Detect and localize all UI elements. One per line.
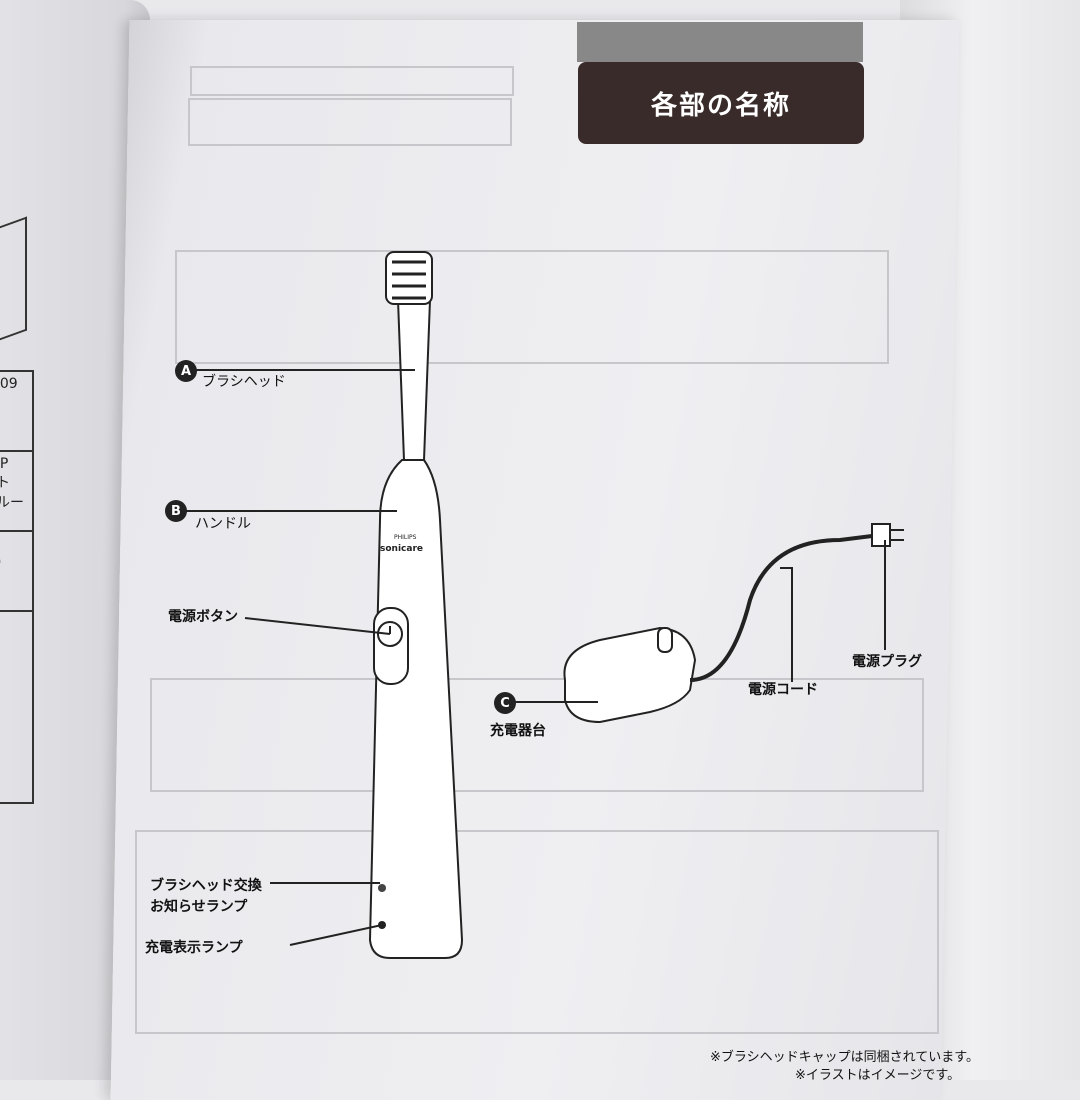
- charger-label: 充電器台: [490, 723, 546, 739]
- left-table-cell: ト）: [0, 532, 32, 612]
- bleed-through: [175, 250, 889, 364]
- header-tab: [577, 22, 863, 62]
- handle-illustration: [368, 459, 464, 959]
- brush-lamp-label: ブラシヘッド交換: [150, 878, 262, 894]
- brush-lamp-label-2: お知らせランプ: [150, 899, 248, 915]
- footnote-cap: ※ブラシヘッドキャップは同梱されています。: [710, 1050, 979, 1065]
- charger-illustration: [563, 626, 697, 724]
- brush-head-illustration: [385, 251, 433, 461]
- bleed-through: [135, 830, 939, 1034]
- charge-lamp-label: 充電表示ランプ: [145, 940, 243, 956]
- page-title: 各部の名称: [578, 62, 864, 144]
- handle-label: ハンドル: [195, 516, 251, 532]
- power-plug-illustration: [871, 523, 891, 547]
- part-badge-c: C: [494, 692, 516, 714]
- bleed-through: [190, 66, 514, 96]
- footnote-illustration: ※イラストはイメージです。: [795, 1068, 961, 1083]
- brand-top: PHILIPS: [394, 534, 417, 541]
- brand-logo: sonicare: [380, 544, 423, 554]
- left-table-cell: 81P イト ブルー: [0, 452, 32, 532]
- part-badge-b: B: [165, 500, 187, 522]
- power-button-label: 電源ボタン: [168, 609, 238, 625]
- power-cord-label: 電源コード: [748, 682, 818, 698]
- brush-lamp-icon: [378, 884, 386, 892]
- left-table-cell: 6809 71: [0, 372, 32, 452]
- bleed-through: [150, 678, 924, 792]
- bleed-through: [188, 98, 512, 146]
- part-badge-a: A: [175, 360, 197, 382]
- power-cord-illustration: [689, 533, 881, 682]
- left-table: 6809 71 81P イト ブルー ト）: [0, 370, 34, 804]
- power-plug-label: 電源プラグ: [852, 654, 922, 670]
- brush-head-label: ブラシヘッド: [202, 374, 286, 390]
